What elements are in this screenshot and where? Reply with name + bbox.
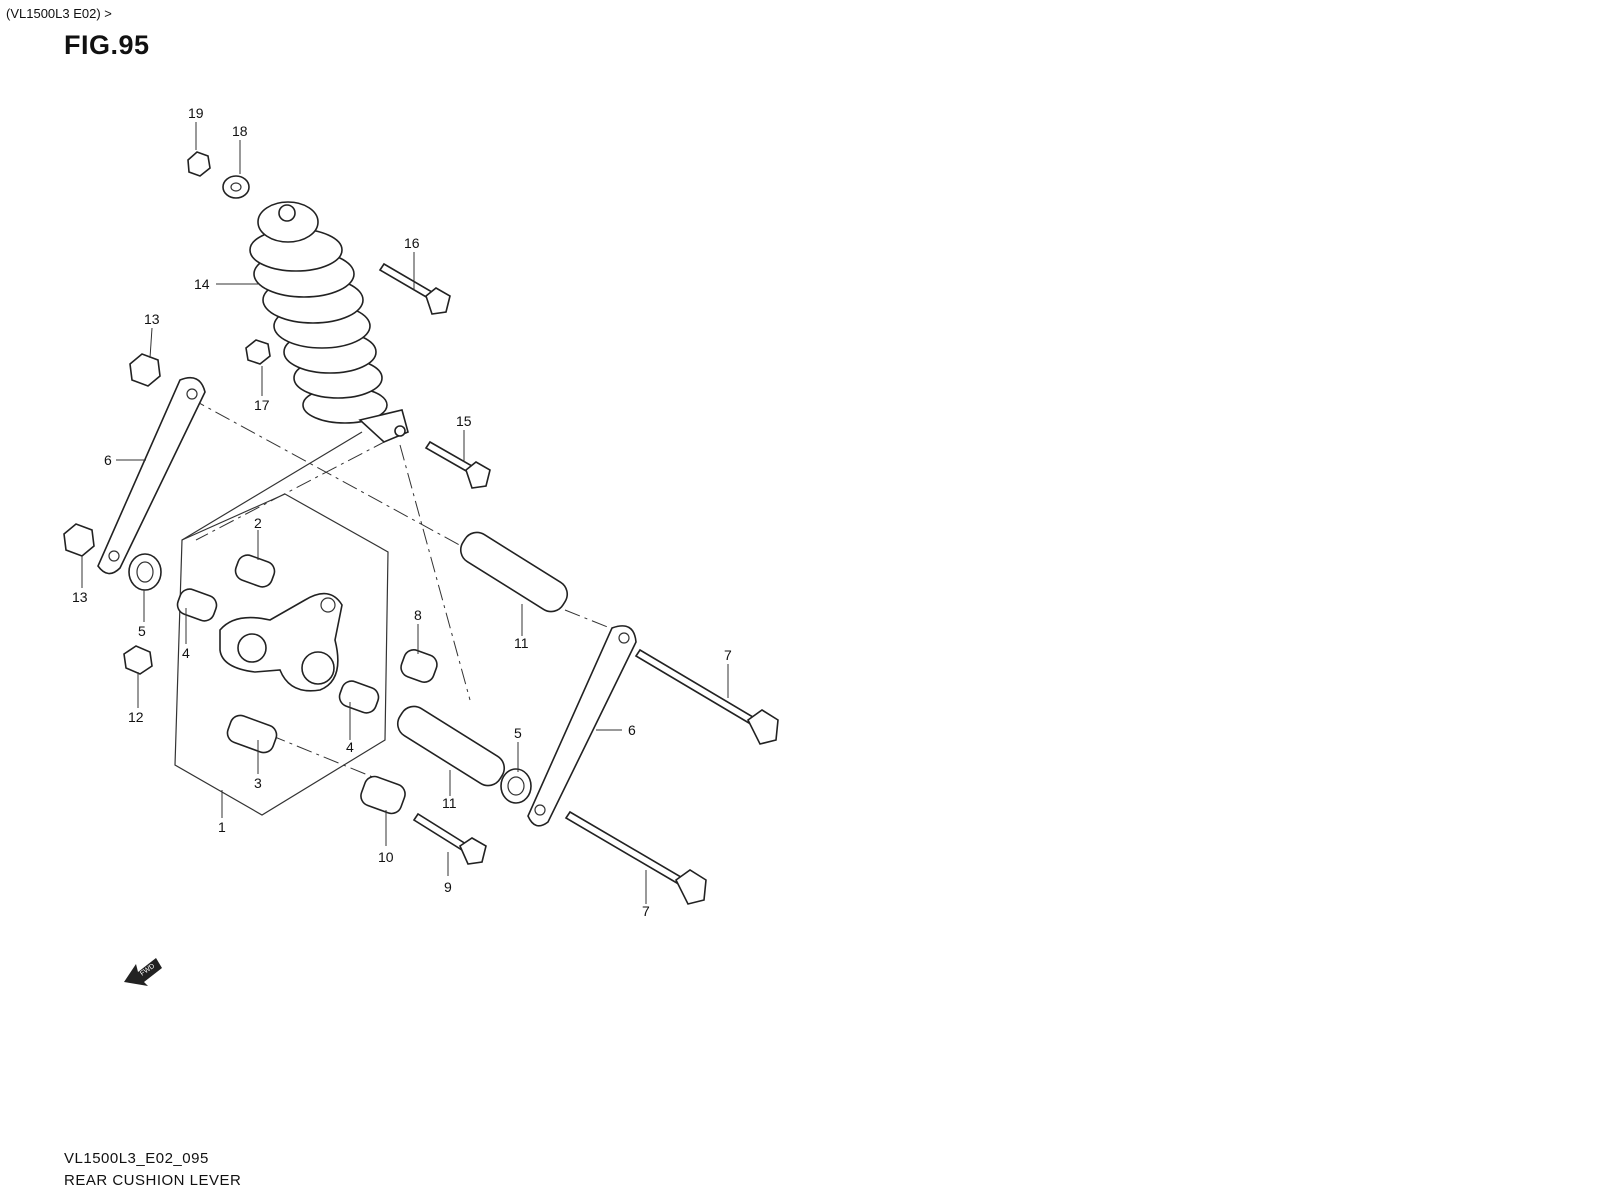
fwd-arrow-icon: FWD: [124, 958, 162, 986]
callout-17[interactable]: 17: [254, 397, 270, 413]
callout-11[interactable]: 11: [442, 795, 457, 811]
callout-6[interactable]: 6: [104, 452, 112, 468]
callout-13[interactable]: 13: [72, 589, 88, 605]
bolt-icon: [378, 262, 434, 300]
callout-14[interactable]: 14: [194, 276, 210, 292]
callout-7[interactable]: 7: [724, 647, 732, 663]
nut-icon: [187, 151, 211, 177]
callout-13[interactable]: 13: [144, 311, 160, 327]
callout-4[interactable]: 4: [346, 739, 354, 755]
callout-10[interactable]: 10: [378, 849, 394, 865]
callout-19[interactable]: 19: [188, 105, 204, 121]
callout-18[interactable]: 18: [232, 123, 248, 139]
shock-absorber: [249, 201, 409, 443]
figure-title: FIG.95: [64, 30, 150, 60]
callout-16[interactable]: 16: [404, 235, 420, 251]
callout-11[interactable]: 11: [514, 635, 529, 651]
breadcrumb[interactable]: (VL1500L3 E02) >: [6, 6, 112, 21]
callout-15[interactable]: 15: [456, 413, 472, 429]
callout-4[interactable]: 4: [182, 645, 190, 661]
callout-5[interactable]: 5: [138, 623, 146, 639]
callout-7[interactable]: 7: [642, 903, 650, 919]
callout-3[interactable]: 3: [254, 775, 262, 791]
callout-1[interactable]: 1: [218, 819, 226, 835]
callout-2[interactable]: 2: [254, 515, 262, 531]
diagram-code: VL1500L3_E02_095: [64, 1150, 209, 1167]
callout-5[interactable]: 5: [514, 725, 522, 741]
callout-9[interactable]: 9: [444, 879, 452, 895]
callout-12[interactable]: 12: [128, 709, 144, 725]
callout-8[interactable]: 8: [414, 607, 422, 623]
callout-6[interactable]: 6: [628, 722, 636, 738]
diagram-name: REAR CUSHION LEVER: [64, 1172, 242, 1189]
